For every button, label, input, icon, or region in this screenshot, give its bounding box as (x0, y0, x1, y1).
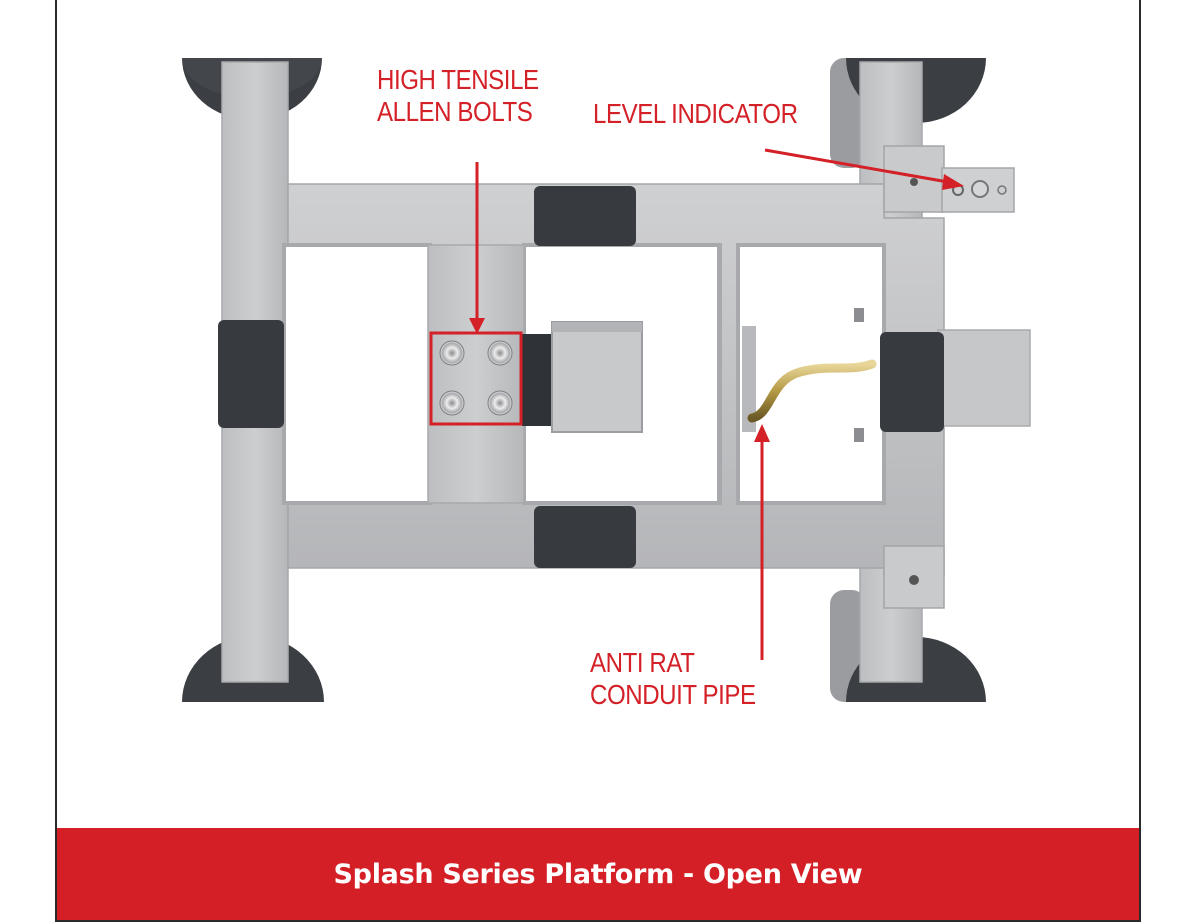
allen-bolt (487, 340, 513, 366)
conduit-pipe (747, 359, 877, 423)
allen-bolts (439, 340, 513, 416)
allen-bolt (487, 390, 513, 416)
callout-conduit-pipe: ANTI RAT CONDUIT PIPE (590, 647, 756, 711)
conduit-arrow-head (754, 424, 770, 442)
callout-allen-bolts: HIGH TENSILE ALLEN BOLTS (377, 64, 539, 128)
rubber-pad-top (534, 186, 636, 246)
rubber-pad-right (880, 332, 944, 432)
right-extension (937, 329, 1031, 427)
callout-allen-bolts-line2: ALLEN BOLTS (377, 96, 533, 127)
callout-conduit-pipe-line1: ANTI RAT (590, 647, 695, 678)
callout-conduit-pipe-line2: CONDUIT PIPE (590, 679, 756, 710)
level-leader-line (764, 148, 949, 184)
allen-bolt (439, 390, 465, 416)
load-cell (522, 321, 756, 433)
level-arrow-head (942, 174, 964, 190)
callout-allen-bolts-line1: HIGH TENSILE (377, 64, 539, 95)
callout-level-indicator: LEVEL INDICATOR (593, 98, 798, 130)
caption-text: Splash Series Platform - Open View (333, 858, 863, 890)
allen-bolt (439, 340, 465, 366)
rubber-pad-left (218, 320, 284, 428)
bolt-highlight-box (429, 331, 523, 426)
rubber-pad-bottom (534, 506, 636, 568)
frame-opening-left (282, 243, 432, 505)
callout-level-indicator-line1: LEVEL INDICATOR (593, 98, 798, 129)
bolts-arrow-head (469, 318, 485, 334)
caption-banner: Splash Series Platform - Open View (57, 828, 1139, 920)
